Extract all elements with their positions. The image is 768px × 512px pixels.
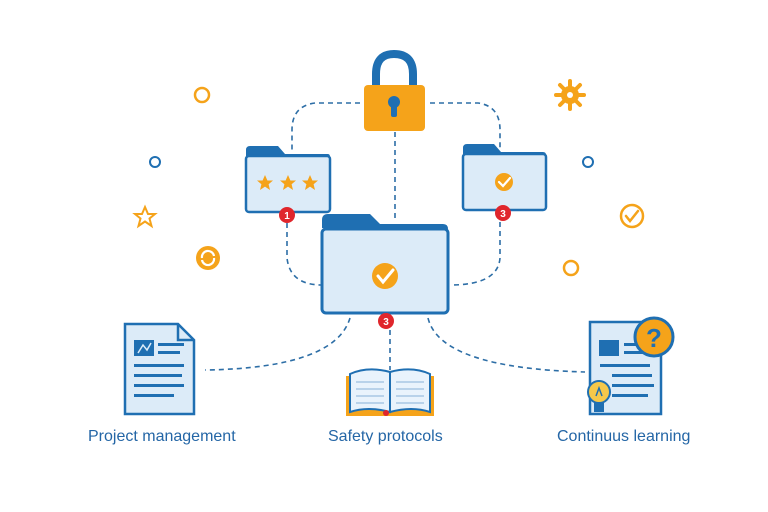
lock-icon xyxy=(364,49,425,131)
badge-center-folder-text: 3 xyxy=(383,317,389,328)
book-icon xyxy=(346,368,434,416)
badge-left-folder-text: 1 xyxy=(284,211,290,222)
badge-left-folder: 1 xyxy=(279,207,295,223)
connector-lock-left-folder xyxy=(291,102,360,150)
refresh-icon xyxy=(196,246,220,270)
gear-icon xyxy=(554,79,586,111)
check-circle-icon xyxy=(619,203,645,229)
star-icon xyxy=(302,175,318,190)
badge-center-folder: 3 xyxy=(378,313,394,329)
label-safety-protocols: Safety protocols xyxy=(328,428,443,445)
badge-right-folder-text: 3 xyxy=(500,209,506,220)
connector-lines xyxy=(204,102,586,373)
ring-icon xyxy=(582,156,594,168)
star-icon xyxy=(257,175,273,190)
svg-text:?: ? xyxy=(646,323,662,353)
star-outline-icon xyxy=(132,204,158,229)
document-icon-pm xyxy=(123,322,196,416)
folder-icon-main xyxy=(320,214,450,315)
label-project-management: Project management xyxy=(88,428,236,445)
star-icon xyxy=(280,175,296,190)
connector-left-to-center xyxy=(286,223,323,286)
check-icon xyxy=(495,173,513,191)
label-continuous-learning: Continuus learning xyxy=(557,428,691,445)
connector-lock-right-folder xyxy=(430,102,501,150)
badge-right-folder: 3 xyxy=(495,205,511,221)
lightbulb-icon xyxy=(587,380,611,412)
ring-icon xyxy=(562,259,580,277)
check-icon xyxy=(372,263,398,289)
connector-center-to-cl xyxy=(427,317,586,373)
connector-right-to-center xyxy=(449,222,501,286)
question-icon: ? xyxy=(633,316,675,358)
folder-icon-check xyxy=(461,144,548,212)
folder-icon-stars xyxy=(244,146,332,214)
ring-icon xyxy=(149,156,161,168)
connector-center-to-pm xyxy=(204,317,351,371)
ring-icon xyxy=(193,86,211,104)
